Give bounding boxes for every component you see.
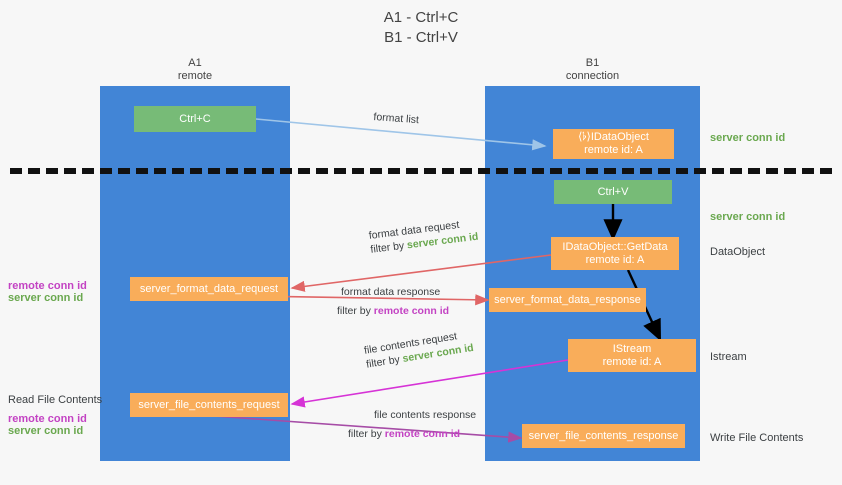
column-header-a1-subtitle: remote [177, 70, 213, 82]
note-server-conn-id-top: server conn id [710, 132, 786, 144]
edge-label-format-list: format list [373, 110, 419, 127]
node-idataobject-top-line2: remote id: A [584, 144, 643, 156]
node-ctrl-v[interactable]: Ctrl+V [554, 180, 672, 204]
note-dataobject: DataObject [710, 246, 766, 258]
page-title: A1 - Ctrl+C B1 - Ctrl+V [383, 9, 459, 46]
note-server-conn-id-upper: server conn id [8, 292, 84, 304]
edge-label-format-data-response-text: format data response [341, 286, 441, 298]
node-idataobject-top-line1: ⟨𝄬⟩IDataObject [578, 131, 649, 143]
edge-label-file-contents-response: file contents response filter by remote … [348, 408, 477, 441]
note-server-conn-id-lower: server conn id [8, 425, 84, 437]
node-ctrl-v-label: Ctrl+V [597, 185, 629, 198]
filter-prefix: filter by [369, 239, 408, 256]
node-server-format-data-request[interactable]: server_format_data_request [130, 277, 288, 301]
column-header-b1: B1 connection [485, 57, 700, 83]
note-remote-conn-id-upper: remote conn id [8, 280, 87, 292]
node-server-file-contents-request-label: server_file_contents_request [138, 398, 280, 411]
node-istream[interactable]: IStream remote id: A [568, 339, 696, 372]
node-istream-line1: IStream [612, 342, 652, 355]
node-server-format-data-request-label: server_format_data_request [139, 282, 279, 295]
phase-divider [10, 168, 832, 174]
column-header-b1-title: B1 [585, 57, 600, 69]
note-server-conn-id-mid: server conn id [710, 211, 786, 223]
edge-label-file-contents-request: file contents request filter by server c… [363, 327, 475, 372]
node-ctrl-c[interactable]: Ctrl+C [134, 106, 256, 132]
node-istream-line2: remote id: A [602, 355, 662, 368]
note-istream: Istream [710, 351, 747, 363]
node-ctrl-c-label: Ctrl+C [179, 112, 211, 125]
node-server-file-contents-request[interactable]: server_file_contents_request [130, 393, 288, 417]
column-header-a1-title: A1 [188, 57, 202, 69]
node-idataobject-getdata-line2: remote id: A [585, 253, 645, 266]
filter-key-remote-conn-id: remote conn id [384, 428, 461, 440]
edge-label-file-contents-response-text: file contents response [374, 409, 477, 421]
edge-label-format-data-request: format data request filter by server con… [368, 216, 479, 257]
column-header-b1-subtitle: connection [565, 70, 620, 82]
note-write-file-contents: Write File Contents [710, 432, 804, 444]
note-remote-conn-id-lower: remote conn id [8, 413, 87, 425]
node-idataobject-top[interactable]: ⟨𝄬⟩IDataObject remote id: A [553, 129, 674, 159]
node-server-file-contents-response-label: server_file_contents_response [528, 429, 679, 442]
node-server-file-contents-response[interactable]: server_file_contents_response [522, 424, 685, 448]
edge-label-file-contents-response-filter: filter by remote conn id [348, 427, 476, 441]
node-server-format-data-response[interactable]: server_format_data_response [489, 288, 646, 312]
column-header-a1: A1 remote [100, 57, 290, 83]
edge-label-format-data-response: format data response filter by remote co… [337, 285, 449, 318]
filter-prefix: filter by [337, 305, 374, 317]
node-idataobject-getdata[interactable]: IDataObject::GetData remote id: A [551, 237, 679, 270]
filter-key-remote-conn-id: remote conn id [373, 305, 450, 317]
filter-prefix: filter by [348, 428, 385, 440]
edge-label-format-list-text: format list [373, 110, 420, 127]
node-idataobject-getdata-line1: IDataObject::GetData [562, 240, 668, 253]
edge-label-format-data-response-filter: filter by remote conn id [337, 304, 449, 318]
node-server-format-data-response-label: server_format_data_response [494, 293, 641, 306]
note-read-file-contents: Read File Contents [8, 394, 103, 406]
